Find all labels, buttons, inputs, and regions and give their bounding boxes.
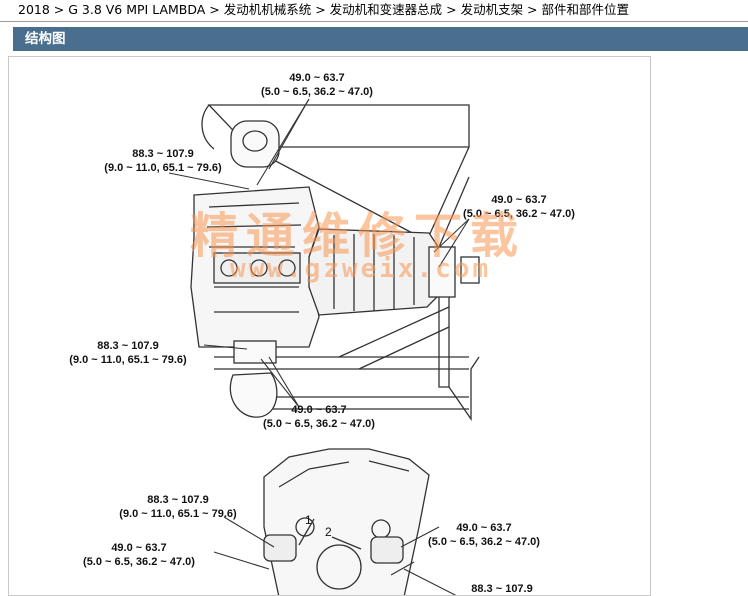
breadcrumb: 2018 > G 3.8 V6 MPI LAMBDA > 发动机机械系统 > 发…	[0, 0, 748, 22]
structure-diagram: 49.0 ~ 63.7 (5.0 ~ 6.5, 36.2 ~ 47.0) 88.…	[8, 56, 651, 596]
torque-label-bottom-left-lower: 49.0 ~ 63.7 (5.0 ~ 6.5, 36.2 ~ 47.0)	[83, 542, 195, 568]
torque-label-lower-mid: 49.0 ~ 63.7 (5.0 ~ 6.5, 36.2 ~ 47.0)	[263, 404, 375, 430]
torque-label-mid-left: 88.3 ~ 107.9 (9.0 ~ 11.0, 65.1 ~ 79.6)	[69, 340, 187, 366]
section-title: 结构图	[13, 27, 748, 51]
callout-1: 1	[305, 513, 312, 527]
torque-label-top-left: 88.3 ~ 107.9 (9.0 ~ 11.0, 65.1 ~ 79.6)	[104, 148, 222, 174]
torque-label-bottom-right-upper: 49.0 ~ 63.7 (5.0 ~ 6.5, 36.2 ~ 47.0)	[428, 522, 540, 548]
torque-label-top-right: 49.0 ~ 63.7 (5.0 ~ 6.5, 36.2 ~ 47.0)	[261, 72, 373, 98]
callout-2: 2	[325, 525, 332, 539]
torque-label-bottom-right-lower: 88.3 ~ 107.9	[471, 583, 533, 595]
torque-label-bottom-left-upper: 88.3 ~ 107.9 (9.0 ~ 11.0, 65.1 ~ 79.6)	[119, 494, 237, 520]
torque-label-right-mount: 49.0 ~ 63.7 (5.0 ~ 6.5, 36.2 ~ 47.0)	[463, 194, 575, 220]
engine-mount-drawing	[168, 98, 480, 595]
